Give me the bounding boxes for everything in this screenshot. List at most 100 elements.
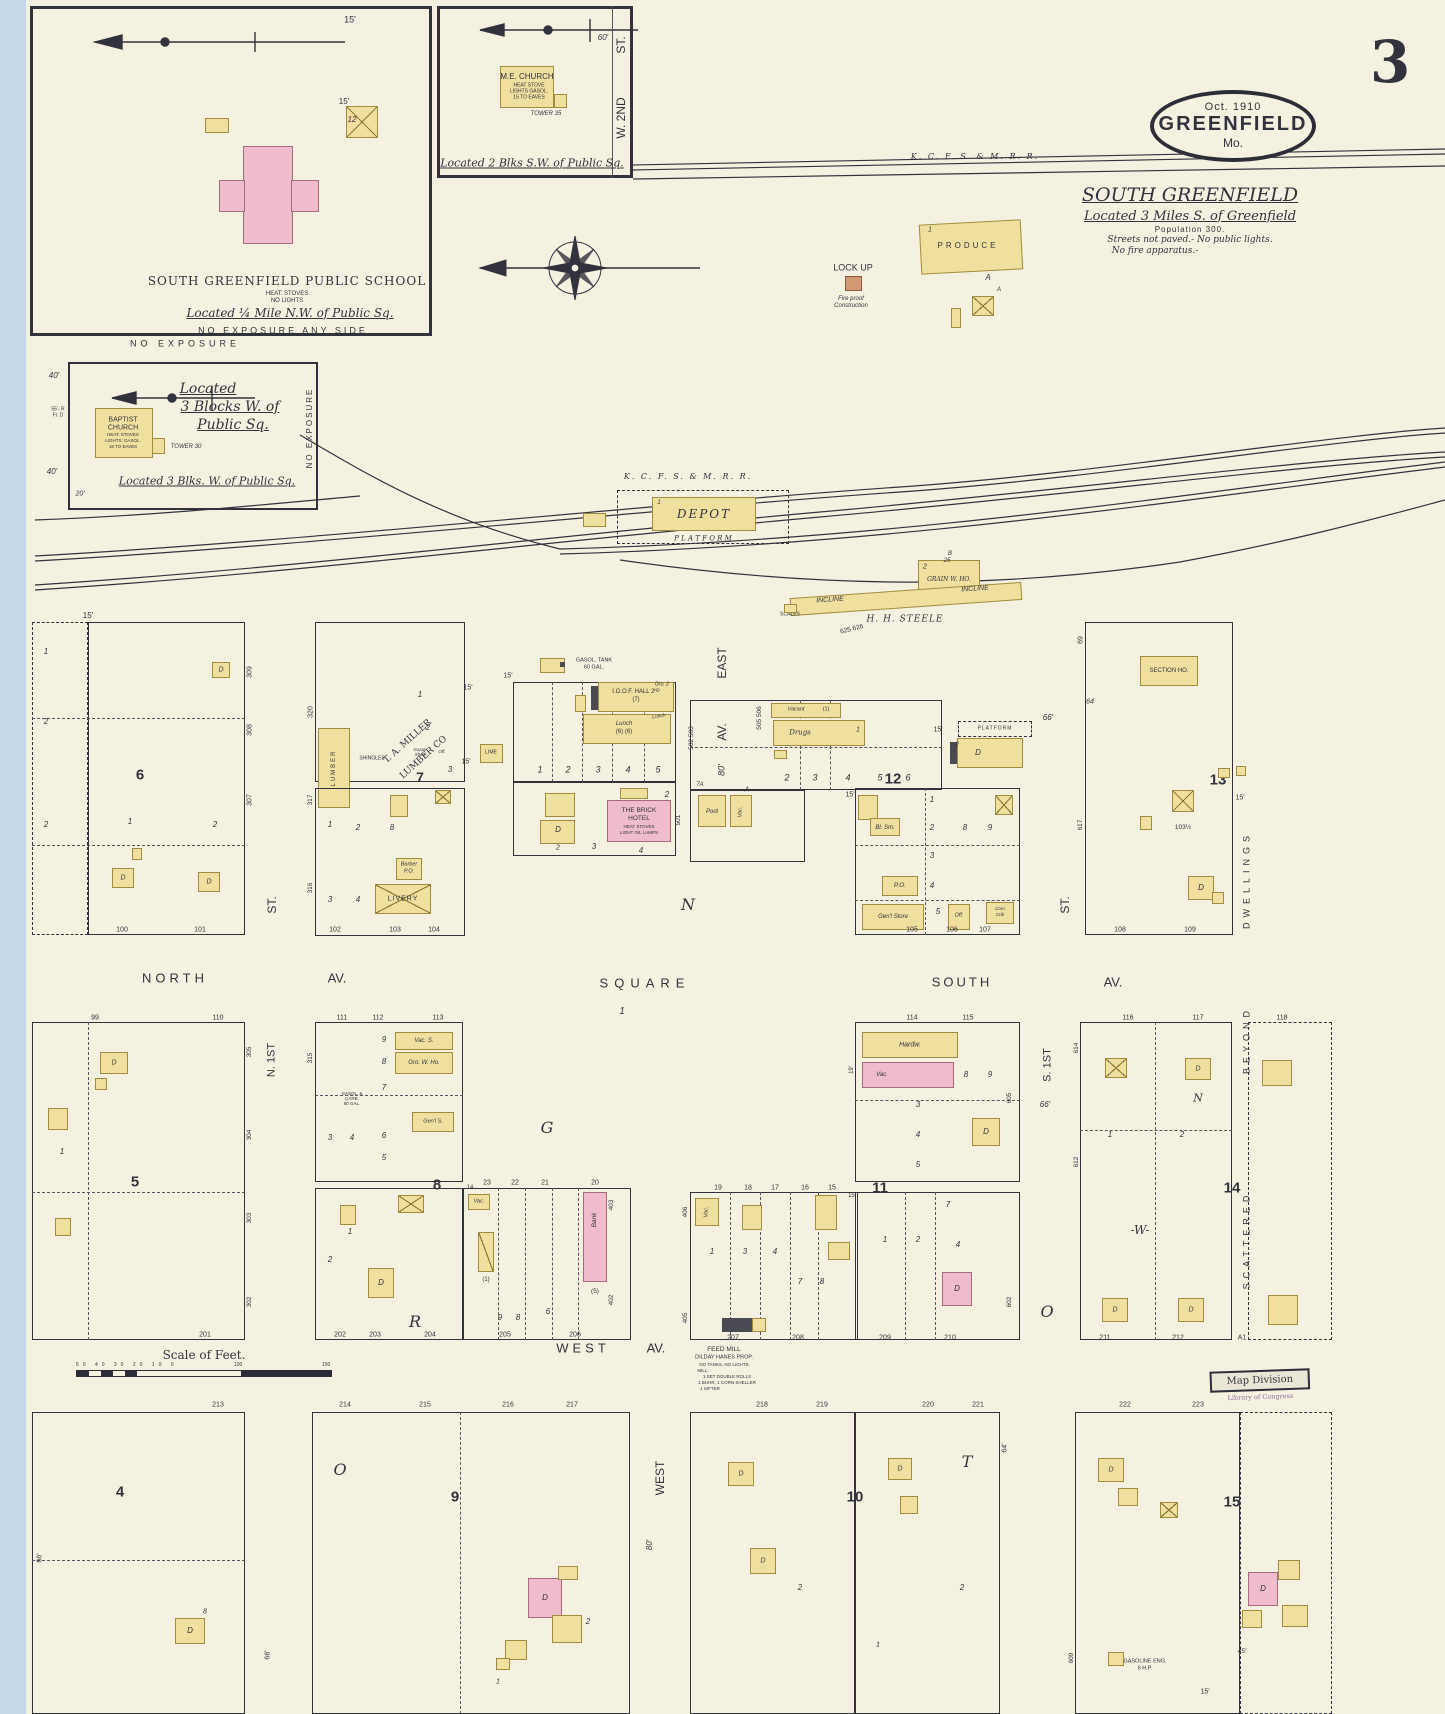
- school-title: SOUTH GREENFIELD PUBLIC SCHOOL: [147, 274, 427, 288]
- building: [1118, 1488, 1138, 1506]
- map-label: 2: [959, 1583, 965, 1592]
- street-label: ST.: [1058, 896, 1072, 914]
- map-label: Shed: [414, 751, 426, 757]
- map-label: Gro. 2: [655, 681, 669, 688]
- building: [972, 1118, 1000, 1146]
- map-label: LIGHT OIL LAMPS: [619, 829, 659, 835]
- map-label: SCALES: [780, 611, 800, 618]
- map-label: 9: [381, 1035, 387, 1044]
- building: [396, 858, 422, 880]
- map-label: 3: [915, 1100, 921, 1109]
- scale-left-numbers: 50 40 30 20 10 0: [76, 1362, 178, 1368]
- map-label: 4: [638, 846, 644, 855]
- map-label: Crib: [995, 911, 1005, 917]
- map-label: 15': [845, 791, 855, 799]
- street-label: SQUARE: [599, 975, 691, 991]
- school-inset-outline: [30, 6, 432, 336]
- map-label: D: [1195, 1065, 1201, 1073]
- platform-outline: [617, 490, 789, 544]
- business-label: FEED MILL: [707, 1345, 741, 1353]
- block-outline: [315, 622, 465, 782]
- lot-number: 605: [1005, 1092, 1013, 1104]
- lot-number: 219: [816, 1401, 828, 1409]
- lot-line: [790, 1192, 791, 1340]
- block-outline: [315, 1022, 463, 1182]
- bank-building: [583, 1192, 607, 1282]
- map-label: 9: [497, 1313, 503, 1322]
- lot-number: 309: [246, 666, 254, 678]
- map-label: 5: [877, 772, 883, 783]
- map-label: LUMBER: [331, 749, 337, 787]
- map-label: 5: [655, 764, 661, 775]
- map-label: Bl. Sm.: [875, 825, 895, 831]
- lot-number: 205: [499, 1331, 511, 1339]
- map-label: GASOL. &: [341, 1090, 363, 1096]
- map-label: Located 2 Blks S.W. of Public Sq.: [440, 156, 624, 170]
- map-label: 1 SIFTER: [700, 1385, 720, 1391]
- lot-number: 103: [389, 926, 401, 934]
- building: [888, 1458, 912, 1480]
- map-label: (1): [482, 1277, 490, 1283]
- building: [1268, 1295, 1298, 1325]
- drug-store: [773, 720, 865, 746]
- building: [1282, 1605, 1308, 1627]
- building: [48, 1108, 68, 1130]
- map-label: 60': [597, 33, 609, 42]
- map-label: 7: [381, 1083, 387, 1092]
- badge-city: GREENFIELD: [1158, 113, 1308, 135]
- building: [175, 1618, 205, 1644]
- building: [505, 1640, 527, 1660]
- school-wing: [291, 180, 319, 212]
- lot-number: 216: [502, 1401, 514, 1409]
- map-label: NO EXPOSURE: [129, 338, 241, 349]
- building: [552, 1615, 582, 1643]
- map-label: 1: [1107, 1130, 1113, 1139]
- map-label: 40': [48, 371, 60, 380]
- building: [620, 788, 648, 799]
- building: [1242, 1610, 1262, 1628]
- map-label: 12: [347, 115, 357, 124]
- map-label: 45': [1237, 1647, 1247, 1655]
- block-outline: [312, 1412, 630, 1714]
- building: [478, 1232, 494, 1272]
- hardware-store: [862, 1032, 958, 1058]
- lot-number: 405: [681, 1312, 689, 1324]
- map-label: 4: [355, 895, 361, 904]
- building: [468, 1194, 490, 1210]
- map-label: A: [744, 786, 750, 794]
- business-label: I.O.O.F. HALL 2ᴺᴰ: [612, 689, 660, 695]
- block-number: 12: [884, 770, 902, 788]
- map-label: (5): [591, 1287, 599, 1295]
- lot-number: 222: [1119, 1401, 1131, 1409]
- sheet-edge: [0, 0, 26, 1714]
- lot-line: [578, 1188, 579, 1340]
- compass-rose-icon: [478, 235, 700, 301]
- map-label: 2: [585, 1617, 591, 1626]
- lot-number: 308: [246, 724, 254, 736]
- business-label: Hardw.: [899, 1041, 921, 1049]
- map-label: 1: [417, 690, 423, 699]
- map-label: 7: [945, 1200, 951, 1209]
- business-label: Gen'l Store: [878, 914, 908, 920]
- map-label: 15': [461, 758, 471, 766]
- map-label: 9: [987, 823, 993, 832]
- map-label: B: [947, 551, 953, 557]
- map-label: 5: [381, 1153, 387, 1162]
- map-label: D: [111, 1059, 117, 1067]
- building: [900, 1496, 918, 1514]
- building: [950, 742, 957, 764]
- building: [1188, 876, 1214, 900]
- map-label: 15': [463, 684, 473, 692]
- map-label: Corn: [995, 905, 1005, 911]
- map-label: Fire proof: [838, 296, 864, 302]
- block-outline: [513, 782, 676, 856]
- map-label: 2: [915, 1235, 921, 1244]
- business-label: LIVERY: [387, 895, 419, 903]
- lot-number: 617: [1076, 819, 1084, 831]
- lot-number: 320: [307, 706, 315, 718]
- building: [212, 662, 230, 678]
- map-label: 40': [46, 467, 58, 476]
- railroad-label: K. C. F. S. & M. R. R.: [623, 472, 753, 481]
- lot-number: 403: [607, 1199, 615, 1211]
- building: [942, 1272, 972, 1306]
